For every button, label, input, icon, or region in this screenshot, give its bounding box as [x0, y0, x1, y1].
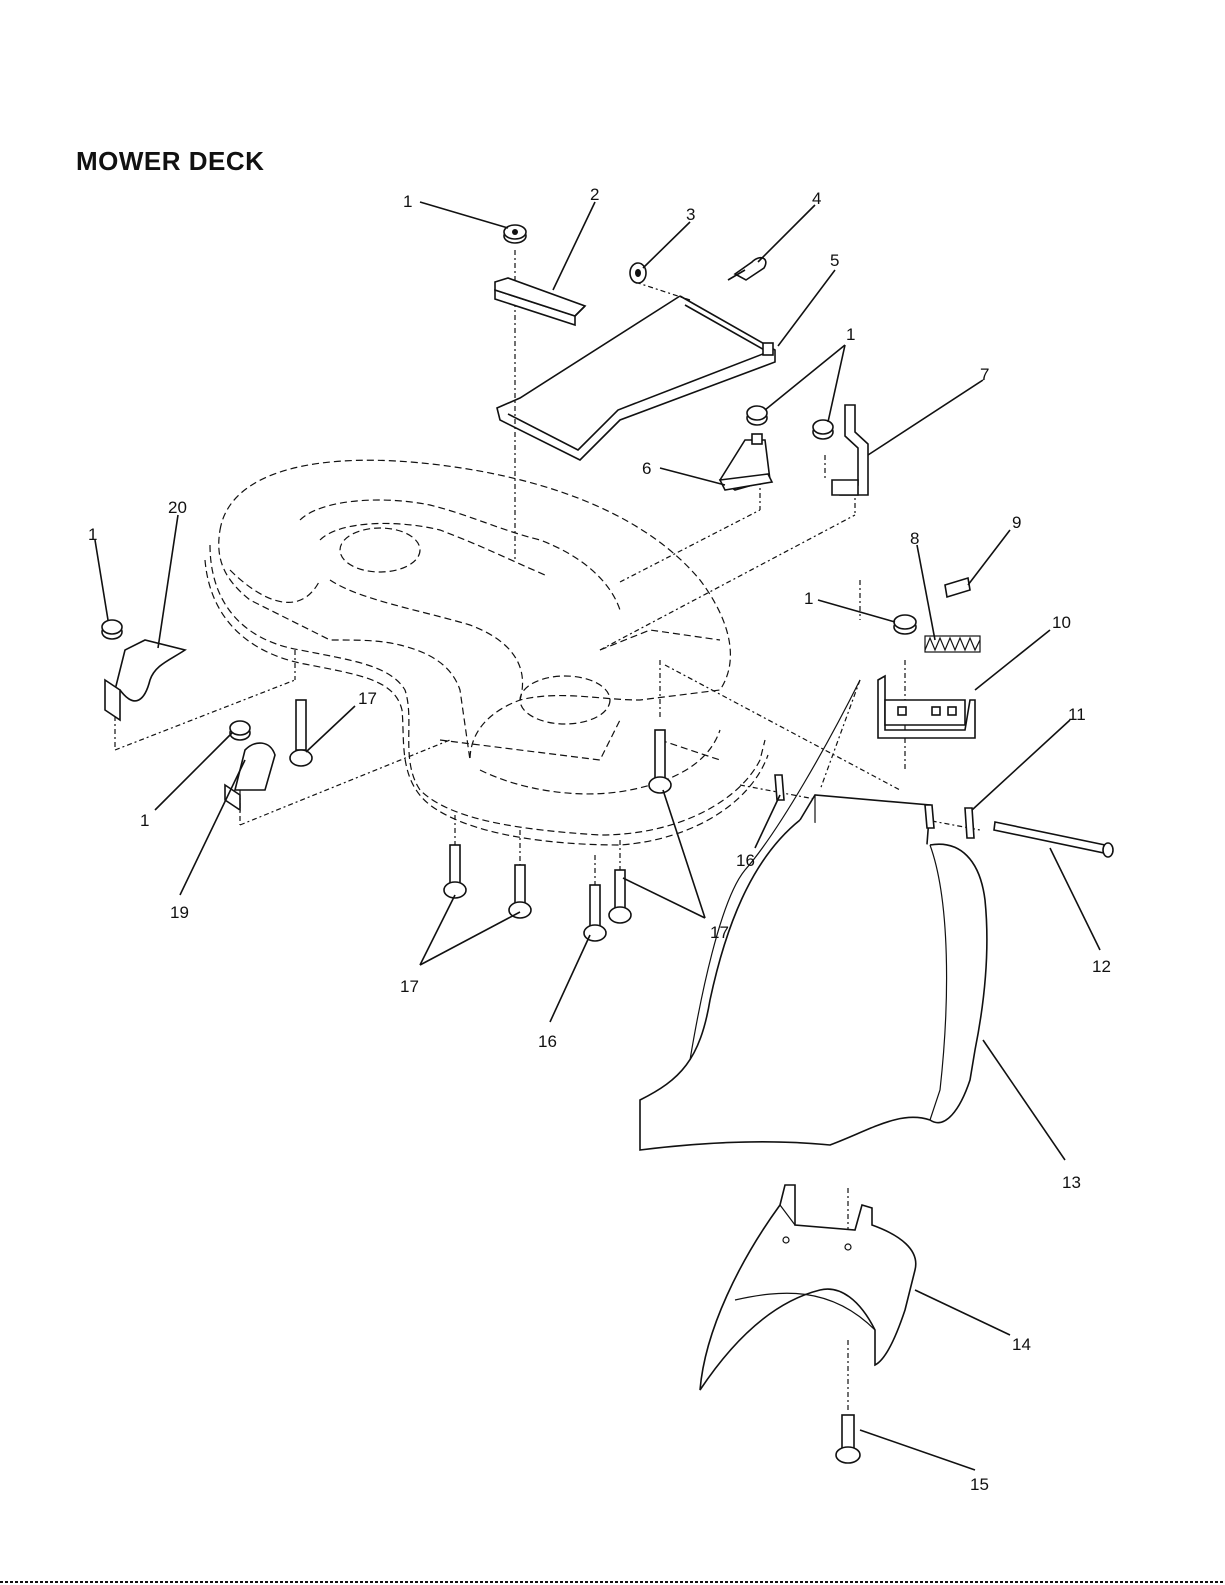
part-10-bracket — [878, 676, 975, 738]
callout-leaders — [95, 202, 1100, 1470]
callout-1-left: 1 — [88, 525, 97, 544]
bolt-17-left — [290, 700, 312, 766]
callout-8: 8 — [910, 529, 919, 548]
callout-1: 1 — [403, 192, 412, 211]
part-19-bracket — [225, 721, 275, 810]
part-16-clip-b — [925, 805, 934, 828]
part-15-screw — [836, 1415, 860, 1463]
callout-13: 13 — [1062, 1173, 1081, 1192]
bolt-17-center — [649, 730, 671, 793]
callout-4: 4 — [812, 189, 821, 208]
callout-3: 3 — [686, 205, 695, 224]
callout-19: 19 — [170, 903, 189, 922]
part-5-rod — [497, 296, 775, 460]
callout-9: 9 — [1012, 513, 1021, 532]
callout-14: 14 — [1012, 1335, 1031, 1354]
callout-1-right: 1 — [804, 589, 813, 608]
callout-2: 2 — [590, 185, 599, 204]
callout-10: 10 — [1052, 613, 1071, 632]
part-14-deflector — [700, 1185, 916, 1390]
callout-labels: 1 2 3 4 5 1 7 6 20 1 9 8 1 10 17 1 11 16… — [88, 185, 1111, 1494]
callout-1-lower: 1 — [140, 811, 149, 830]
bolt-17-bottom-a — [444, 845, 466, 898]
mower-deck-outline — [205, 460, 768, 845]
part-12-rod — [994, 822, 1113, 857]
part-6-bracket — [720, 406, 772, 490]
callout-12: 12 — [1092, 957, 1111, 976]
part-4-clip-pin — [728, 258, 766, 280]
callout-16-upper: 16 — [736, 851, 755, 870]
callout-15: 15 — [970, 1475, 989, 1494]
callout-6: 6 — [642, 459, 651, 478]
callout-17-right: 17 — [710, 923, 729, 942]
part-2-bracket — [495, 278, 585, 325]
callout-7: 7 — [980, 365, 989, 384]
callout-16-lower: 16 — [538, 1032, 557, 1051]
callout-17-lower: 17 — [400, 977, 419, 996]
bolt-17-bottom-c — [609, 870, 631, 923]
bolt-18 — [584, 885, 606, 941]
part-20-bracket — [102, 620, 185, 720]
part-1-nut-right — [894, 615, 916, 634]
callout-1-pair: 1 — [846, 325, 855, 344]
part-8-spring — [925, 636, 980, 652]
part-7-bent-bar — [813, 405, 868, 495]
part-11-clip — [965, 808, 974, 838]
bolts — [290, 700, 671, 941]
bolt-17-bottom-b — [509, 865, 531, 918]
part-9-pin — [945, 578, 970, 597]
callout-5: 5 — [830, 251, 839, 270]
callout-20: 20 — [168, 498, 187, 517]
callout-17-upper: 17 — [358, 689, 377, 708]
callout-11: 11 — [1068, 705, 1086, 724]
part-3-washer — [630, 263, 646, 283]
